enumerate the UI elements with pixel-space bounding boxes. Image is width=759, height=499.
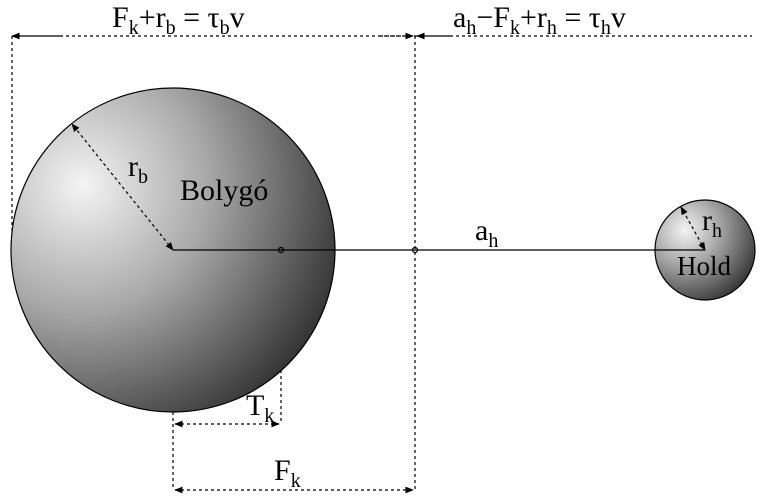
barycenter-point — [277, 246, 285, 254]
moon-distance-label: ah — [475, 214, 498, 252]
center-point — [411, 246, 419, 254]
tk-label: Tk — [246, 389, 274, 427]
planet-radius-label: rb — [128, 150, 148, 188]
planet-name-label: Bolygó — [180, 174, 268, 207]
moon-name-label: Hold — [677, 251, 732, 281]
fk-label: Fk — [274, 454, 301, 492]
moon-radius-line — [680, 206, 706, 251]
top-left-formula: Fk+rb = τbv — [112, 1, 245, 39]
planet-radius-line — [71, 123, 174, 251]
top-right-formula: ah−Fk+rh = τhv — [453, 1, 626, 39]
moon-radius-label: rh — [702, 204, 722, 242]
